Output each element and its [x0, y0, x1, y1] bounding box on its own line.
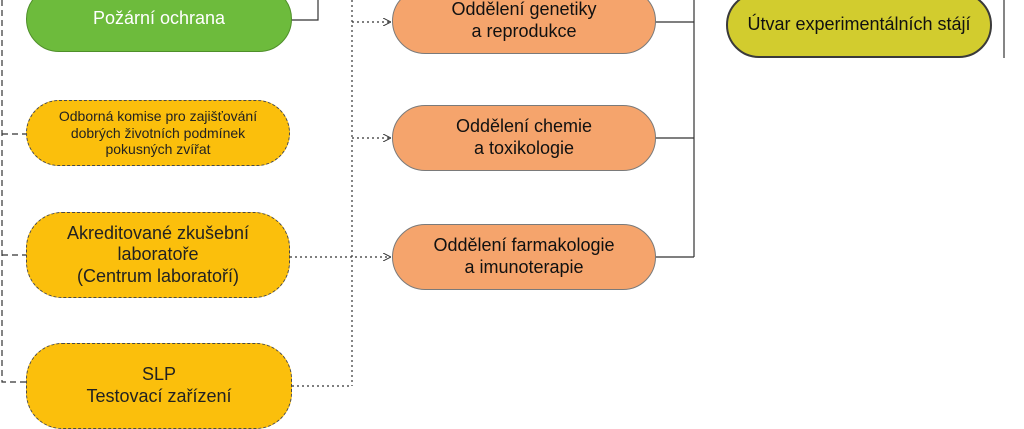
node-odborna-komise: Odborná komise pro zajišťování dobrých ž… — [26, 100, 290, 166]
node-utvar-experimentalnich-staji: Útvar experimentálních stájí — [726, 0, 992, 58]
left-dashed-trunk — [1, 0, 30, 383]
node-slp-testovaci-zarizeni: SLP Testovací zařízení — [26, 343, 292, 429]
node-oddeleni-chemie: Oddělení chemie a toxikologie — [392, 105, 656, 171]
node-oddeleni-genetiky: Oddělení genetiky a reprodukce — [392, 0, 656, 54]
node-pozarni-ochrana: Požární ochrana — [26, 0, 292, 52]
link-pozarni-top — [290, 0, 319, 21]
node-akreditovane-laboratore: Akreditované zkušební laboratoře (Centru… — [26, 212, 290, 298]
node-oddeleni-farmakologie: Oddělení farmakologie a imunoterapie — [392, 224, 656, 290]
oddeleni-bracket — [655, 0, 695, 258]
